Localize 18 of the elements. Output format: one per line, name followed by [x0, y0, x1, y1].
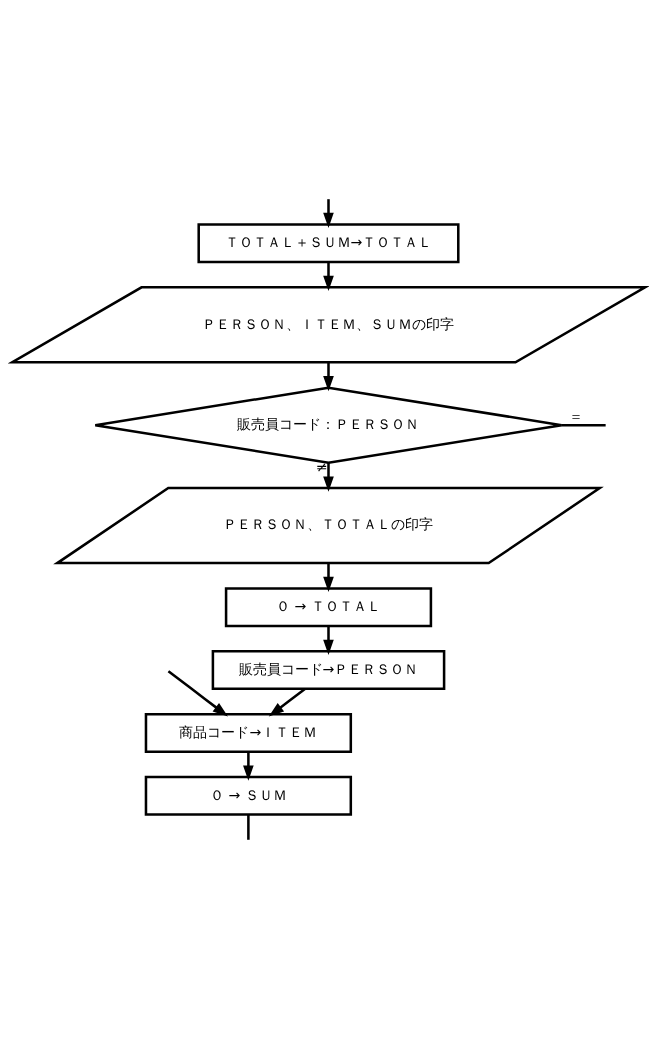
connector — [561, 423, 606, 427]
arrow — [323, 626, 334, 655]
arrow — [167, 670, 228, 717]
node-box: 販売員コード→ＰＥＲＳＯＮ — [211, 650, 446, 691]
arrow — [268, 688, 306, 717]
edge-label: ＝ — [569, 408, 584, 425]
connector — [247, 814, 250, 840]
node-box: 商品コード→ＩＴＥＭ — [144, 712, 353, 753]
node-box: ０ → ＴＯＴＡＬ — [224, 587, 433, 628]
node-box: ０ → ＳＵＭ — [144, 775, 353, 816]
node-box: ＴＯＴＡＬ＋ＳＵＭ→ＴＯＴＡＬ — [197, 223, 460, 264]
arrow — [323, 199, 334, 228]
arrow — [323, 462, 334, 492]
arrow — [323, 563, 334, 592]
arrow — [323, 262, 334, 292]
node-diamond: 販売員コード：ＰＥＲＳＯＮ — [94, 386, 563, 464]
arrow — [323, 362, 334, 392]
arrow — [243, 751, 254, 781]
